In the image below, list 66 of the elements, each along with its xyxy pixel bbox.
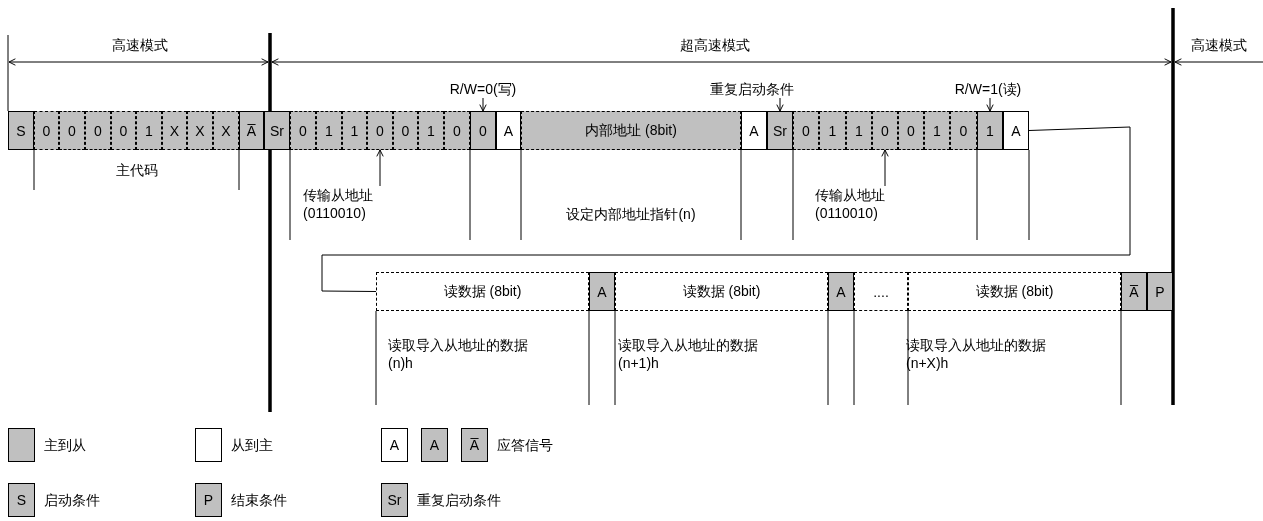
legend-text: 结束条件	[231, 491, 287, 509]
protocol-field: 1	[977, 111, 1003, 150]
protocol-field: 0	[34, 111, 59, 150]
legend-sample: A	[381, 428, 408, 462]
protocol-field: A̅	[239, 111, 264, 150]
annotation-text: R/W=0(写)	[433, 80, 533, 98]
protocol-field: 读数据 (8bit)	[376, 272, 589, 311]
legend-sample: A̅	[461, 428, 488, 462]
protocol-field: 0	[393, 111, 418, 150]
protocol-field: 1	[316, 111, 342, 150]
protocol-field: 0	[470, 111, 496, 150]
protocol-field: 内部地址 (8bit)	[521, 111, 741, 150]
protocol-field: A	[496, 111, 521, 150]
protocol-field: A	[741, 111, 767, 150]
protocol-field: A	[589, 272, 615, 311]
protocol-field: 0	[111, 111, 136, 150]
protocol-field: A	[828, 272, 854, 311]
mode-label: 超高速模式	[679, 36, 751, 54]
protocol-field: 0	[872, 111, 898, 150]
mode-label: 高速模式	[111, 36, 169, 54]
legend-sample: P	[195, 483, 222, 517]
protocol-field: S	[8, 111, 34, 150]
protocol-field: 1	[924, 111, 950, 150]
legend-sample: Sr	[381, 483, 408, 517]
legend-text: 应答信号	[497, 436, 553, 454]
protocol-field: 1	[418, 111, 444, 150]
protocol-field: Sr	[264, 111, 290, 150]
protocol-field: X	[162, 111, 187, 150]
protocol-field: 0	[367, 111, 393, 150]
protocol-field: A̅	[1121, 272, 1147, 311]
protocol-field: 0	[793, 111, 819, 150]
field-description: 读取导入从地址的数据 (n+1)h	[618, 336, 759, 372]
field-description: 设定内部地址指针(n)	[565, 205, 697, 223]
annotation-text: 传输从地址 (0110010)	[303, 186, 423, 222]
protocol-field: 1	[846, 111, 872, 150]
protocol-field: 0	[59, 111, 85, 150]
protocol-field: 读数据 (8bit)	[908, 272, 1121, 311]
protocol-field: 读数据 (8bit)	[615, 272, 828, 311]
protocol-field: Sr	[767, 111, 793, 150]
protocol-field: 0	[85, 111, 111, 150]
field-description: 读取导入从地址的数据 (n+X)h	[906, 336, 1047, 372]
mode-label: 高速模式	[1190, 36, 1248, 54]
legend-text: 主到从	[44, 436, 86, 454]
legend-text: 重复启动条件	[417, 491, 501, 509]
protocol-field: 1	[342, 111, 367, 150]
protocol-field: ....	[854, 272, 908, 311]
field-description: 读取导入从地址的数据 (n)h	[388, 336, 529, 372]
legend-sample: A	[421, 428, 448, 462]
protocol-field: X	[213, 111, 239, 150]
field-description: 主代码	[114, 161, 159, 179]
annotation-text: 重复启动条件	[692, 80, 812, 98]
protocol-field: A	[1003, 111, 1029, 150]
protocol-field: 1	[819, 111, 846, 150]
connector-line	[321, 126, 1131, 292]
annotation-text: R/W=1(读)	[938, 80, 1038, 98]
legend-sample: S	[8, 483, 35, 517]
protocol-field: 0	[898, 111, 924, 150]
legend-text: 启动条件	[44, 491, 100, 509]
legend-text: 从到主	[231, 436, 273, 454]
annotation-text: 传输从地址 (0110010)	[815, 186, 935, 222]
protocol-field: 0	[444, 111, 470, 150]
protocol-field: 1	[136, 111, 162, 150]
protocol-field: P	[1147, 272, 1173, 311]
protocol-field: X	[187, 111, 213, 150]
protocol-field: 0	[290, 111, 316, 150]
protocol-field: 0	[950, 111, 977, 150]
